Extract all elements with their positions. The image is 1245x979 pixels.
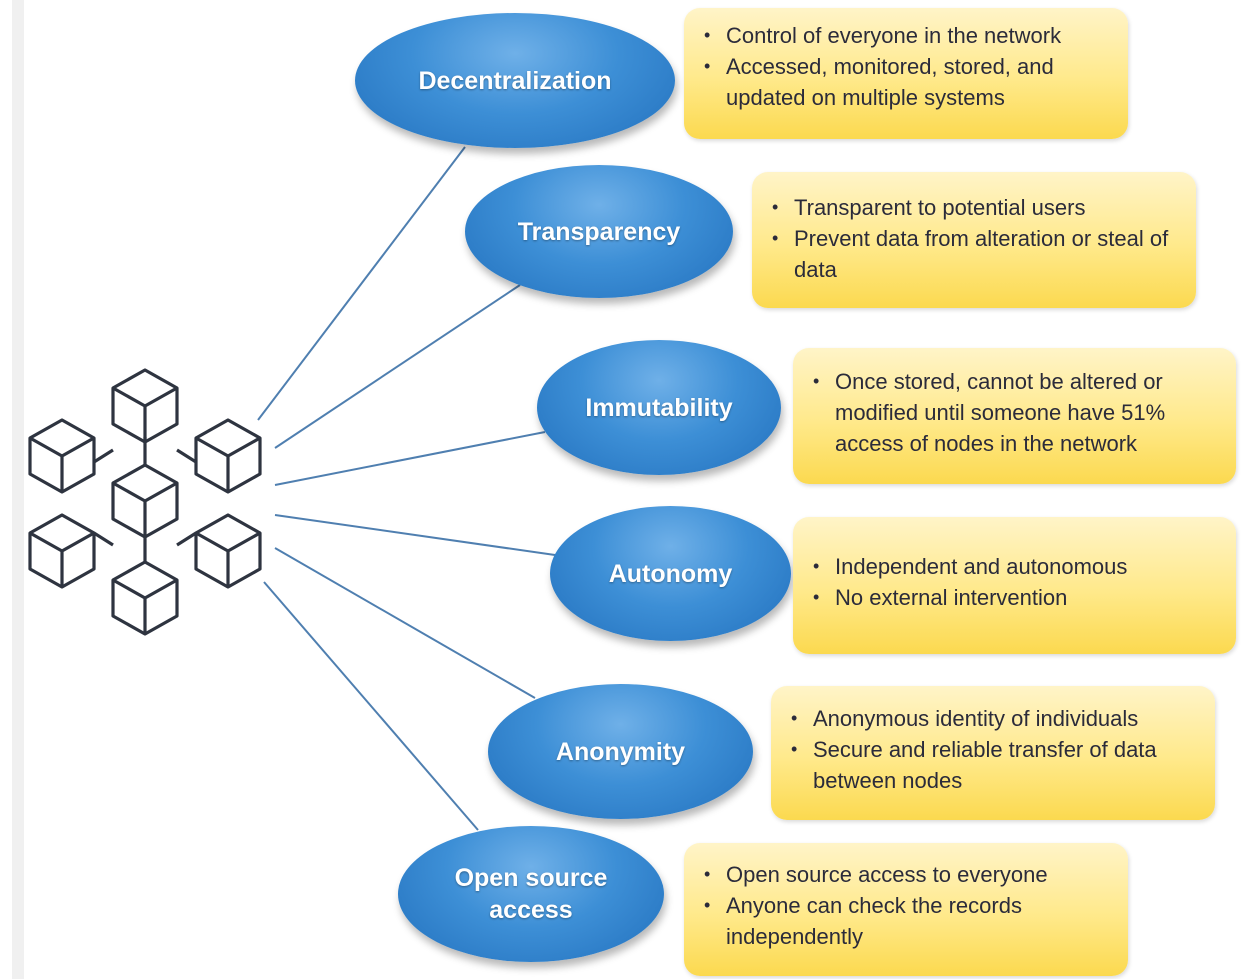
node-label: Anonymity [555,737,686,766]
bullet-point: Once stored, cannot be altered or modifi… [809,366,1218,459]
node-decentralization: Decentralization [355,13,675,148]
bullet-point: Open source access to everyone [700,859,1110,890]
node-label: Transparency [517,217,681,246]
bullet-point: Accessed, monitored, stored, and updated… [700,51,1110,113]
bullet-point: Control of everyone in the network [700,20,1110,51]
node-label: Autonomy [608,559,733,588]
description-box-autonomy: Independent and autonomous No external i… [793,517,1236,654]
description-box-anonymity: Anonymous identity of individuals Secure… [771,686,1215,820]
node-immutability: Immutability [537,340,781,475]
bullet-point: Prevent data from alteration or steal of… [768,223,1178,285]
node-anonymity: Anonymity [488,684,753,819]
connector-autonomy [274,514,556,556]
node-transparency: Transparency [465,165,733,298]
description-box-immutability: Once stored, cannot be altered or modifi… [793,348,1236,484]
bullet-point: No external intervention [809,582,1218,613]
description-box-open-source-access: Open source access to everyone Anyone ca… [684,843,1128,976]
connector-transparency [274,284,521,449]
connector-immutability [274,431,546,486]
node-label: Decentralization [418,66,612,95]
description-box-decentralization: Control of everyone in the network Acces… [684,8,1128,139]
connector-decentralization [257,146,466,421]
blockchain-cubes-icon [28,368,262,636]
bullet-point: Transparent to potential users [768,192,1178,223]
bullet-point: Anyone can check the records independent… [700,890,1110,952]
description-box-transparency: Transparent to potential users Prevent d… [752,172,1196,308]
node-label: Open source access [454,864,608,924]
connector-open-source-access [263,581,479,831]
node-open-source-access: Open source access [398,826,664,962]
node-label: Immutability [585,393,733,422]
bullet-point: Secure and reliable transfer of data bet… [787,734,1197,796]
bullet-point: Independent and autonomous [809,551,1218,582]
node-autonomy: Autonomy [550,506,791,641]
connector-anonymity [274,547,536,699]
bullet-point: Anonymous identity of individuals [787,703,1197,734]
